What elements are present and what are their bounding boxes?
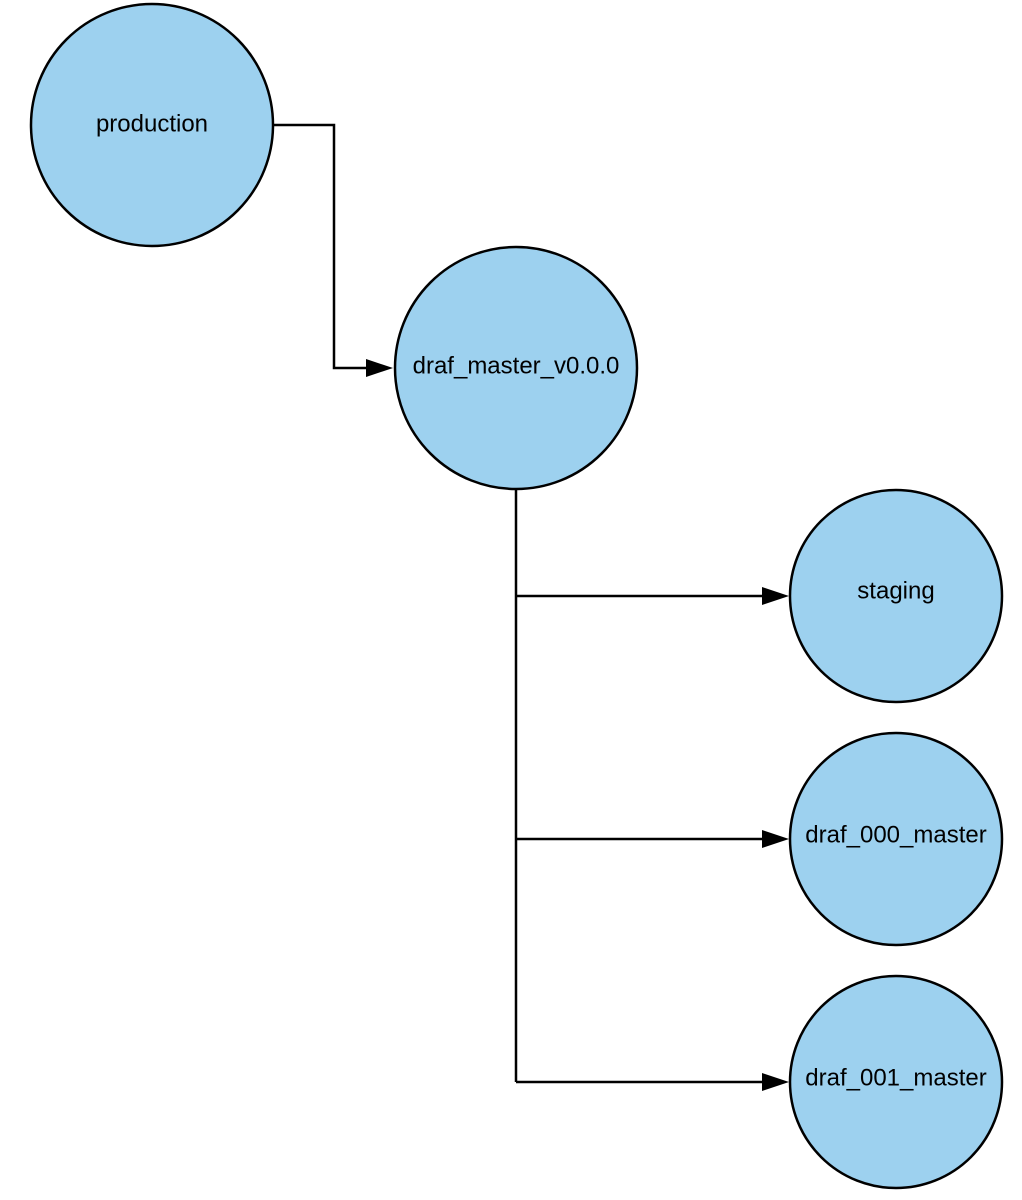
node-circle [788,731,1004,947]
node-label: draf_master_v0.0.0 [413,352,620,379]
edge-draf-master-v000-to-draf-000-master [516,830,789,848]
node-production[interactable]: production [29,2,275,248]
edge-draf-master-v000-to-draf-001-master [516,1073,789,1091]
node-label: draf_001_master [805,1064,986,1091]
node-circle [788,488,1004,704]
node-circle [393,245,639,491]
arrowhead [762,587,789,605]
edge-production-to-draf-master-v000 [274,123,393,377]
node-draf-000-master[interactable]: draf_000_master [788,731,1004,947]
edge-draf-master-v000-to-staging [516,587,789,605]
edges [274,123,789,1091]
node-label: staging [857,577,934,604]
arrowhead [762,1073,789,1091]
node-staging[interactable]: staging [788,488,1004,704]
arrowhead [762,830,789,848]
node-circle [788,974,1004,1190]
arrowhead [366,359,393,377]
nodes: production draf_master_v0.0.0 staging dr… [29,2,1004,1190]
node-draf-master-v000[interactable]: draf_master_v0.0.0 [393,245,639,491]
node-draf-001-master[interactable]: draf_001_master [788,974,1004,1190]
node-label: production [96,110,208,137]
node-circle [29,2,275,248]
node-label: draf_000_master [805,821,986,848]
